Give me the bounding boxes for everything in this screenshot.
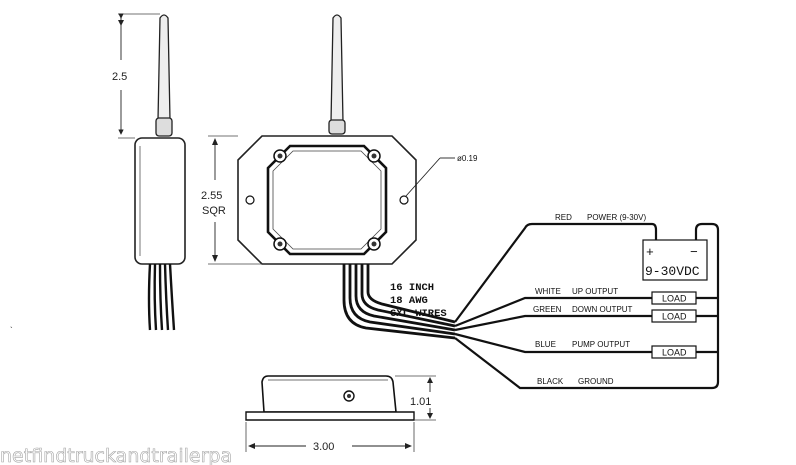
power-supply: + − 9-30VDC	[642, 239, 708, 281]
wire-green-function: DOWN OUTPUT	[572, 305, 633, 314]
wire-labels: RED POWER (9-30V) WHITE UP OUTPUT GREEN …	[533, 213, 646, 386]
dim-antenna-height: 2.5	[112, 71, 127, 83]
load-pump: LOAD	[662, 348, 687, 358]
dim-mount-hole: ø0.19	[457, 154, 478, 163]
wire-spec-length: 16 INCH	[390, 282, 434, 294]
load-up: LOAD	[662, 294, 687, 304]
dim-width: 3.00	[313, 441, 334, 453]
wire-spec: 16 INCH 18 AWG GXL WIRES	[390, 282, 447, 320]
mount-hole-left	[245, 195, 255, 205]
load-down: LOAD	[662, 312, 687, 322]
corner-screws	[273, 149, 381, 251]
wire-white-function: UP OUTPUT	[572, 287, 618, 296]
dim-height: 1.01	[410, 396, 431, 408]
wire-black-color: BLACK	[537, 377, 564, 386]
wire-runs	[454, 222, 720, 390]
wire-spec-type: GXL WIRES	[390, 308, 447, 320]
enclosure-top	[266, 144, 388, 256]
stray-mark: `	[10, 326, 13, 335]
side-antenna	[157, 14, 171, 125]
top-view: ø0.19 2.55 SQR	[201, 14, 478, 265]
top-antenna	[330, 14, 344, 127]
wire-spec-gauge: 18 AWG	[390, 295, 428, 307]
power-plus: +	[646, 245, 654, 260]
side-wires	[147, 263, 176, 331]
dim-body-square-unit: SQR	[202, 205, 226, 217]
loads: LOAD LOAD LOAD	[651, 291, 697, 359]
side-view: 2.5	[112, 13, 186, 331]
front-flange	[245, 411, 415, 421]
wire-green-color: GREEN	[533, 305, 562, 314]
watermark: netfindtruckandtrailerpa	[0, 445, 232, 465]
wire-blue-color: BLUE	[535, 340, 556, 349]
power-minus: −	[690, 245, 698, 260]
front-enclosure	[261, 375, 397, 413]
dim-body-square: 2.55	[201, 190, 222, 202]
front-view: 1.01 3.00	[245, 375, 436, 453]
wire-black-function: GROUND	[578, 377, 614, 386]
side-body	[134, 137, 186, 265]
side-antenna-base	[155, 117, 173, 137]
wire-harness	[342, 264, 456, 340]
wire-white-color: WHITE	[535, 287, 561, 296]
mount-hole-right	[399, 195, 409, 205]
wire-red-function: POWER (9-30V)	[587, 213, 646, 222]
wire-red-color: RED	[555, 213, 572, 222]
wire-blue-function: PUMP OUTPUT	[572, 340, 630, 349]
power-voltage: 9-30VDC	[645, 264, 700, 279]
